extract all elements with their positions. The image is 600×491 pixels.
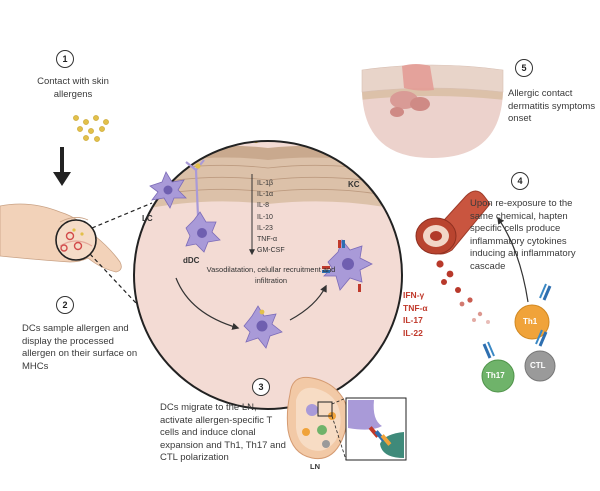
cytokine-list: IL-1β IL-1α IL-8 IL-10 IL-23 TNF-α GM-CS… — [257, 178, 285, 256]
dermal-dendritic-cell — [185, 159, 221, 253]
vasodilatation-text: Vasodilatation, celullar recruitment and… — [206, 265, 336, 285]
step-5-text: Allergic contact dermatitis symptoms ons… — [508, 88, 596, 124]
ln-zoom-line-bottom — [331, 415, 347, 461]
migrating-dendritic-cell — [243, 305, 283, 349]
cytokine-gmcsf: GM-CSF — [257, 247, 285, 255]
ddc-label: dDC — [183, 256, 200, 265]
ctl-label: CTL — [530, 361, 546, 370]
step-1-text: Contact with skin allergens — [37, 76, 109, 100]
langerhans-cell — [149, 171, 187, 209]
down-arrow-icon — [53, 147, 71, 186]
ln-zoom-line-top — [331, 397, 347, 405]
step-5-number: 5 — [515, 59, 533, 77]
step-4-text: Upon re-exposure to the same chemical, h… — [470, 198, 576, 272]
lc-label: LC — [142, 214, 153, 223]
zoom-line-top — [91, 202, 153, 229]
th1-label: Th1 — [523, 317, 538, 326]
cytokine-il23: IL-23 — [257, 224, 273, 232]
cytokine-droplets — [436, 260, 490, 324]
skin-zoom-circle — [55, 219, 97, 261]
cytokine-il17: IL-17 — [403, 315, 423, 325]
allergen-particles-left — [73, 115, 109, 142]
synapse-zoom-box — [345, 397, 407, 461]
cytokine-il8: IL-8 — [257, 202, 270, 210]
cytokine-ifng: IFN-γ — [403, 290, 425, 300]
step-2-number: 2 — [56, 296, 74, 314]
activated-dendritic-cell — [322, 239, 373, 292]
step-4-number: 4 — [511, 172, 529, 190]
activation-arrow — [289, 284, 327, 321]
cytokine-il22: IL-22 — [403, 327, 423, 338]
cytokine-tnfa: TNF-α — [257, 236, 277, 244]
blood-vessel — [415, 190, 491, 255]
ln-label: LN — [310, 462, 320, 471]
allergen-particles-circle — [252, 141, 260, 144]
inflammatory-cytokine-list: IFN-γ TNF-α IL-17 IL-22 — [403, 289, 428, 339]
cytokine-il1a: IL-1α — [257, 191, 274, 199]
step-3-text: DCs migrate to the LN, activate allergen… — [160, 402, 286, 463]
cytokine-il10: IL-10 — [257, 213, 273, 221]
th17-label: Th17 — [486, 371, 505, 380]
skin-cross-section — [133, 140, 403, 410]
th1-to-vessel-arrow — [497, 216, 529, 303]
ctl-cell — [524, 329, 556, 382]
th17-cell — [481, 341, 515, 393]
th1-cell — [514, 283, 552, 340]
kc-label: KC — [348, 180, 360, 189]
lymph-node — [286, 376, 348, 460]
cytokine-tnfa-red: TNF-α — [403, 302, 428, 313]
migration-arrow — [175, 277, 240, 330]
cytokine-il1b: IL-1β — [257, 180, 274, 187]
step-3-number: 3 — [252, 378, 270, 396]
step-2-text: DCs sample allergen and display the proc… — [22, 323, 138, 372]
inflamed-skin-bowl — [361, 64, 504, 158]
step-1-number: 1 — [56, 50, 74, 68]
